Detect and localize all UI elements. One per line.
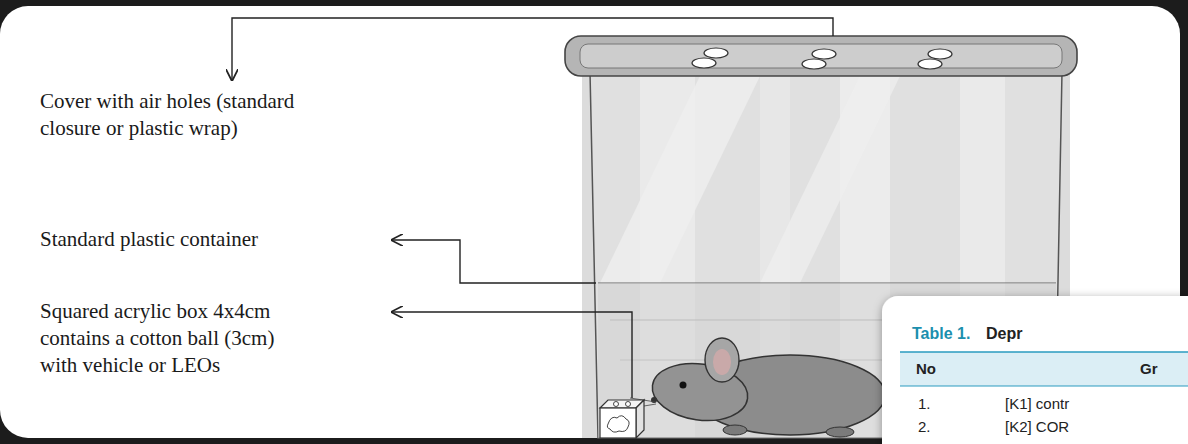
mouse-ear-inner xyxy=(713,349,731,375)
air-hole xyxy=(802,59,826,69)
container-lid xyxy=(565,36,1077,76)
air-hole xyxy=(918,59,942,69)
leader-line xyxy=(232,18,833,80)
table-cell: 1. xyxy=(918,395,931,413)
table-rule xyxy=(900,386,1188,387)
leader-line xyxy=(392,312,632,398)
table-header-cell: No xyxy=(916,360,936,378)
box-hole xyxy=(614,402,619,407)
table-card xyxy=(882,296,1188,444)
acrylic-box-side xyxy=(636,400,644,438)
table-cell: [K1] contr xyxy=(1005,395,1069,413)
mouse-nose xyxy=(651,397,657,403)
acrylic-box-front xyxy=(600,408,636,438)
air-hole xyxy=(812,49,836,59)
table-cell: [K2] COR xyxy=(1005,418,1069,436)
leader-line xyxy=(392,240,596,283)
table-cell: 2. xyxy=(918,418,931,436)
air-hole xyxy=(692,58,716,68)
table-header-band xyxy=(900,352,1188,386)
table-title: Depr xyxy=(986,324,1022,343)
air-hole xyxy=(928,49,952,59)
air-hole xyxy=(704,48,728,58)
box-hole xyxy=(626,402,631,407)
mouse-eye xyxy=(680,382,687,389)
callout-text: Standard plastic container xyxy=(40,226,258,253)
table-number: Table 1. xyxy=(912,324,970,343)
mouse-paw xyxy=(826,427,854,437)
cotton-ball xyxy=(607,416,629,432)
table-header-cell: Gr xyxy=(1140,360,1158,378)
lid-top xyxy=(580,44,1062,68)
mouse-ear xyxy=(705,338,739,382)
callout-text: Squared acrylic box 4x4cm contains a cot… xyxy=(40,298,302,379)
table-rule xyxy=(900,351,1188,353)
mouse-paw xyxy=(723,425,747,435)
callout-text: Cover with air holes (standard closure o… xyxy=(40,88,302,142)
